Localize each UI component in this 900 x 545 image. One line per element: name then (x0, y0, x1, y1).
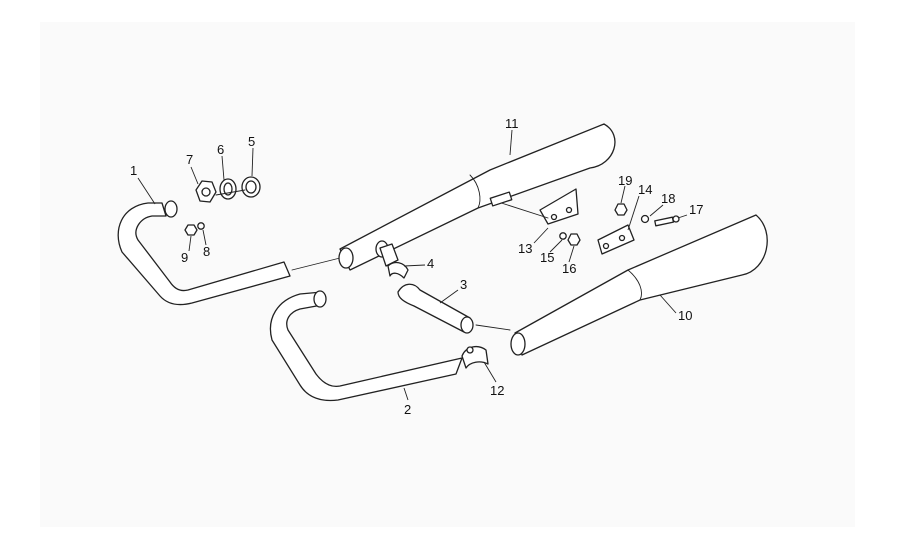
clamp-12 (461, 345, 489, 369)
callout-7: 7 (186, 152, 193, 167)
muffler-10 (510, 214, 768, 356)
bolt-17 (654, 215, 680, 227)
washer-18 (640, 214, 650, 224)
callout-10: 10 (678, 308, 692, 323)
nut-9 (184, 224, 198, 236)
callout-4: 4 (427, 256, 434, 271)
muffler-bracket-13 (489, 188, 579, 225)
callout-14: 14 (638, 182, 652, 197)
muffler-bracket-14 (597, 224, 635, 255)
washer-8 (197, 222, 205, 230)
split-collar-6 (219, 178, 237, 200)
callout-18: 18 (661, 191, 675, 206)
crossover-pipe-3 (397, 283, 511, 334)
nut-16 (567, 233, 581, 246)
callout-9: 9 (181, 250, 188, 265)
nut-19 (614, 203, 628, 216)
callout-3: 3 (460, 277, 467, 292)
callout-12: 12 (490, 383, 504, 398)
clamp-4 (379, 243, 409, 279)
flange-ring-5 (241, 176, 261, 198)
washer-15 (559, 232, 567, 240)
callout-1: 1 (130, 163, 137, 178)
callout-labels: 1 2 3 4 5 6 7 8 9 10 11 12 13 14 15 16 1… (130, 116, 703, 417)
header-pipe-2 (269, 290, 463, 402)
header-pipe-1 (117, 200, 341, 306)
callout-13: 13 (518, 241, 532, 256)
callout-2: 2 (404, 402, 411, 417)
callout-11: 11 (505, 116, 519, 131)
callout-19: 19 (618, 173, 632, 188)
callout-16: 16 (562, 261, 576, 276)
callout-6: 6 (217, 142, 224, 157)
callout-5: 5 (248, 134, 255, 149)
leader-lines (137, 129, 688, 401)
callout-15: 15 (540, 250, 554, 265)
flange-nut-7 (195, 180, 217, 203)
callout-8: 8 (203, 244, 210, 259)
callout-17: 17 (689, 202, 703, 217)
